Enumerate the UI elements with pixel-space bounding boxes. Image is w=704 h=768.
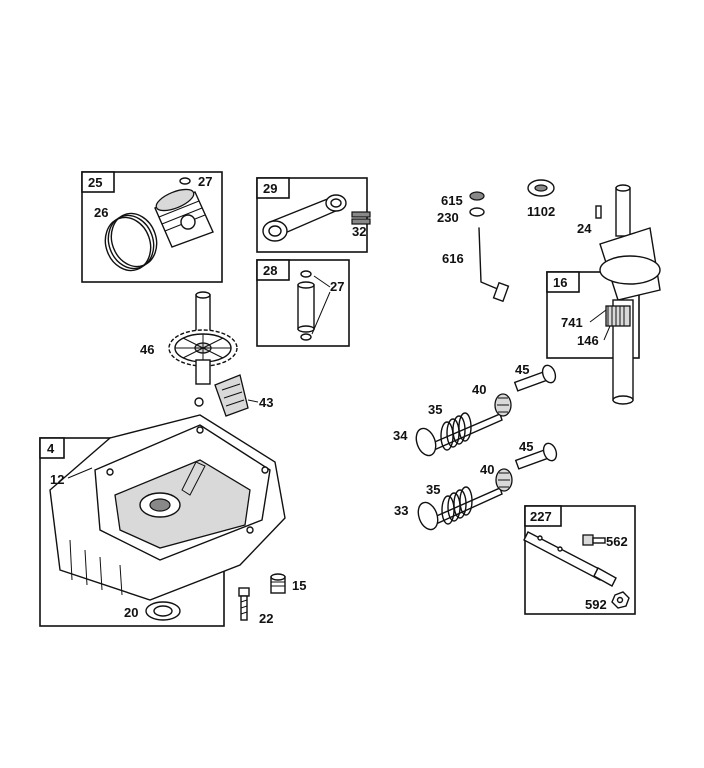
label-1102: 1102 bbox=[527, 204, 555, 219]
label-27a: 27 bbox=[198, 174, 212, 189]
crankshaft bbox=[599, 184, 661, 405]
piston bbox=[154, 188, 214, 248]
label-40a: 40 bbox=[472, 382, 486, 397]
label-592: 592 bbox=[585, 597, 607, 612]
camshaft-gear-46 bbox=[168, 291, 238, 385]
part-615 bbox=[469, 191, 485, 201]
box-227-tag bbox=[524, 505, 562, 527]
box-4-tag bbox=[39, 437, 65, 459]
part-616-tab bbox=[492, 281, 510, 303]
label-20: 20 bbox=[124, 605, 138, 620]
label-227: 227 bbox=[530, 509, 552, 524]
label-615: 615 bbox=[441, 193, 463, 208]
valve-guide-45b bbox=[514, 442, 558, 470]
label-45a: 45 bbox=[515, 362, 529, 377]
label-29: 29 bbox=[263, 181, 277, 196]
box-29-tag bbox=[256, 177, 290, 199]
piston-pin bbox=[297, 281, 315, 333]
group-29-connecting-rod: 29 32 bbox=[256, 177, 371, 253]
crankcase-body bbox=[49, 414, 286, 601]
box-28-tag bbox=[256, 259, 290, 281]
tappet-40b bbox=[495, 468, 513, 492]
label-43: 43 bbox=[259, 395, 273, 410]
label-33: 33 bbox=[394, 503, 408, 518]
label-32: 32 bbox=[352, 224, 366, 239]
label-24: 24 bbox=[577, 221, 592, 236]
rod-bolts bbox=[351, 211, 371, 225]
piston-rings bbox=[104, 212, 158, 272]
label-46: 46 bbox=[140, 342, 154, 357]
group-16-crankshaft: 16 24 741 146 bbox=[546, 184, 661, 405]
spring-35a bbox=[440, 412, 472, 451]
piston-clip bbox=[179, 177, 191, 185]
label-741: 741 bbox=[561, 315, 583, 330]
connecting-rod bbox=[262, 194, 347, 242]
group-25-piston: 25 27 26 bbox=[81, 171, 223, 283]
part-562-bolt bbox=[582, 534, 606, 546]
label-40b: 40 bbox=[480, 462, 494, 477]
box-28-frame bbox=[256, 259, 350, 347]
label-4: 4 bbox=[47, 441, 55, 456]
part-22-bolt bbox=[238, 587, 250, 621]
part-592-nut bbox=[611, 591, 630, 609]
label-230: 230 bbox=[437, 210, 459, 225]
label-27b: 27 bbox=[330, 279, 344, 294]
group-governor-parts: 615 230 616 1102 bbox=[437, 179, 555, 303]
group-227-governor-lever: 227 562 592 bbox=[523, 505, 636, 615]
group-camshaft: 46 43 bbox=[140, 291, 273, 417]
label-34: 34 bbox=[393, 428, 408, 443]
label-22: 22 bbox=[259, 611, 273, 626]
part-230 bbox=[469, 207, 485, 217]
box-16-tag bbox=[546, 271, 580, 293]
pin-clip-bottom bbox=[300, 333, 312, 341]
pin-clip-top bbox=[300, 270, 312, 278]
valve-guide-45a bbox=[513, 364, 557, 392]
part-616-shaft bbox=[478, 227, 501, 291]
group-valve-exhaust: 33 35 40 45 bbox=[394, 439, 558, 531]
label-616: 616 bbox=[442, 251, 464, 266]
group-28-piston-pin: 28 27 bbox=[256, 259, 350, 347]
box-227-frame bbox=[524, 505, 636, 615]
box-16-frame bbox=[546, 271, 640, 359]
label-15: 15 bbox=[292, 578, 306, 593]
label-12: 12 bbox=[50, 472, 64, 487]
label-35b: 35 bbox=[426, 482, 440, 497]
label-16: 16 bbox=[553, 275, 567, 290]
label-28: 28 bbox=[263, 263, 277, 278]
label-146: 146 bbox=[577, 333, 599, 348]
box-25-tag bbox=[81, 171, 115, 193]
group-4-crankcase: 4 12 20 bbox=[39, 414, 286, 627]
label-562: 562 bbox=[606, 534, 628, 549]
label-25: 25 bbox=[88, 175, 102, 190]
valve-34 bbox=[415, 413, 503, 457]
tappet-40a bbox=[494, 393, 512, 417]
label-45b: 45 bbox=[519, 439, 533, 454]
part-15-plug bbox=[270, 573, 286, 594]
part-24-key bbox=[595, 205, 602, 219]
part-43-compression-release bbox=[194, 374, 249, 417]
spring-35b bbox=[441, 486, 473, 525]
label-35a: 35 bbox=[428, 402, 442, 417]
group-valve-intake: 34 35 40 45 bbox=[393, 362, 557, 457]
box-25-frame bbox=[81, 171, 223, 283]
governor-lever bbox=[523, 531, 617, 587]
label-26: 26 bbox=[94, 205, 108, 220]
part-20-seal bbox=[145, 601, 181, 621]
